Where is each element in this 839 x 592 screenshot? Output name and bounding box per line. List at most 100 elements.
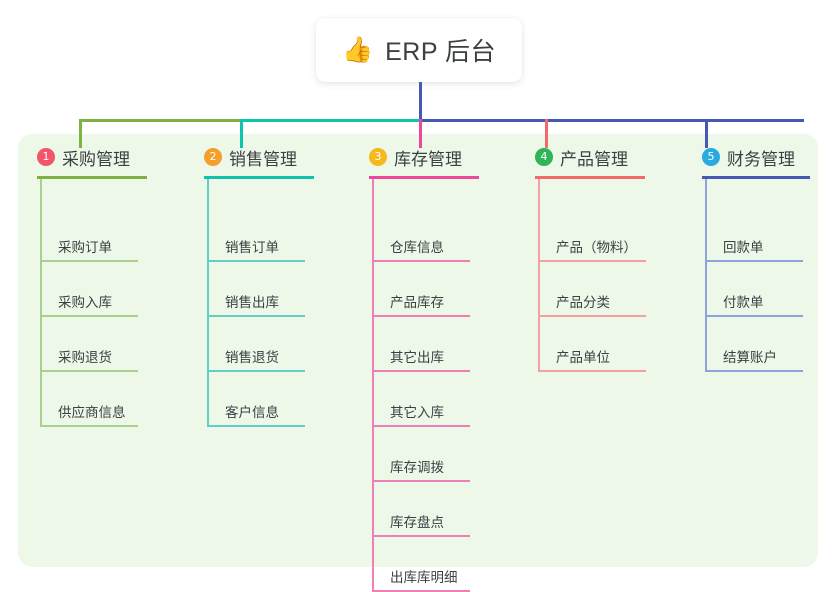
leaf-item-rule bbox=[40, 370, 138, 372]
badge-number-5: 5 bbox=[702, 148, 720, 166]
column-title-product: 产品管理 bbox=[560, 149, 628, 169]
leaf-item-label: 销售退货 bbox=[225, 350, 279, 365]
column-purchase: 1 采购管理 bbox=[37, 146, 147, 179]
leaf-item-label: 库存盘点 bbox=[390, 515, 444, 530]
leaf-item[interactable]: 结算账户 bbox=[705, 342, 803, 372]
badge-number-2: 2 bbox=[204, 148, 222, 166]
leaf-item-label: 采购订单 bbox=[58, 240, 112, 255]
column-title-inventory: 库存管理 bbox=[394, 149, 462, 169]
leaf-item[interactable]: 回款单 bbox=[705, 232, 803, 262]
leaf-item[interactable]: 库存盘点 bbox=[372, 507, 470, 537]
leaf-item[interactable]: 采购入库 bbox=[40, 287, 138, 317]
column-finance: 5 财务管理 bbox=[702, 146, 810, 179]
leaf-item-label: 采购入库 bbox=[58, 295, 112, 310]
leaf-item[interactable]: 产品分类 bbox=[538, 287, 646, 317]
column-rule-sales bbox=[204, 176, 314, 179]
leaf-item-label: 其它入库 bbox=[390, 405, 444, 420]
branch-drop-product bbox=[545, 119, 548, 148]
column-sales: 2 销售管理 bbox=[204, 146, 314, 179]
leaf-item-rule bbox=[372, 370, 470, 372]
root-stem-upper bbox=[419, 82, 422, 122]
leaf-item-rule bbox=[705, 370, 803, 372]
leaf-item-label: 供应商信息 bbox=[58, 405, 126, 420]
column-spine-inventory bbox=[372, 176, 374, 592]
leaf-item[interactable]: 采购退货 bbox=[40, 342, 138, 372]
leaf-item-rule bbox=[705, 260, 803, 262]
leaf-item-rule bbox=[538, 370, 646, 372]
column-spine-sales bbox=[207, 176, 209, 427]
leaf-item-label: 仓库信息 bbox=[390, 240, 444, 255]
leaf-item[interactable]: 付款单 bbox=[705, 287, 803, 317]
leaf-item-label: 产品单位 bbox=[556, 350, 610, 365]
column-rule-inventory bbox=[369, 176, 479, 179]
leaf-item-label: 其它出库 bbox=[390, 350, 444, 365]
leaf-item-rule bbox=[372, 425, 470, 427]
leaf-item-rule bbox=[538, 260, 646, 262]
leaf-item-label: 产品分类 bbox=[556, 295, 610, 310]
leaf-item[interactable]: 其它出库 bbox=[372, 342, 470, 372]
leaf-item-rule bbox=[372, 315, 470, 317]
diagram-panel bbox=[18, 134, 818, 567]
column-header-finance[interactable]: 5 财务管理 bbox=[702, 146, 795, 169]
column-rule-purchase bbox=[37, 176, 147, 179]
column-title-purchase: 采购管理 bbox=[62, 149, 130, 169]
leaf-item-label: 付款单 bbox=[723, 295, 764, 310]
column-spine-purchase bbox=[40, 176, 42, 427]
column-header-sales[interactable]: 2 销售管理 bbox=[204, 146, 297, 169]
trunk-blue bbox=[419, 119, 804, 122]
leaf-item-rule bbox=[40, 315, 138, 317]
leaf-item-label: 产品（物料） bbox=[556, 240, 637, 255]
leaf-item-label: 采购退货 bbox=[58, 350, 112, 365]
branch-drop-inventory bbox=[419, 119, 422, 148]
leaf-item[interactable]: 库存调拨 bbox=[372, 452, 470, 482]
leaf-item-label: 销售订单 bbox=[225, 240, 279, 255]
branch-drop-finance bbox=[705, 119, 708, 148]
column-title-finance: 财务管理 bbox=[727, 149, 795, 169]
leaf-item-rule bbox=[372, 480, 470, 482]
badge-number-3: 3 bbox=[369, 148, 387, 166]
leaf-item-rule bbox=[207, 260, 305, 262]
leaf-item-rule bbox=[207, 315, 305, 317]
leaf-item-label: 结算账户 bbox=[723, 350, 777, 365]
badge-number-1: 1 bbox=[37, 148, 55, 166]
column-spine-finance bbox=[705, 176, 707, 372]
root-node-title: ERP 后台 bbox=[385, 38, 497, 66]
leaf-item[interactable]: 销售退货 bbox=[207, 342, 305, 372]
column-title-sales: 销售管理 bbox=[229, 149, 297, 169]
leaf-item[interactable]: 其它入库 bbox=[372, 397, 470, 427]
leaf-item[interactable]: 供应商信息 bbox=[40, 397, 138, 427]
root-node[interactable]: 👍 ERP 后台 bbox=[316, 18, 522, 82]
column-header-product[interactable]: 4 产品管理 bbox=[535, 146, 628, 169]
column-product: 4 产品管理 bbox=[535, 146, 645, 179]
leaf-item[interactable]: 客户信息 bbox=[207, 397, 305, 427]
leaf-item[interactable]: 销售订单 bbox=[207, 232, 305, 262]
leaf-item-rule bbox=[207, 370, 305, 372]
leaf-item[interactable]: 销售出库 bbox=[207, 287, 305, 317]
leaf-item-rule bbox=[40, 425, 138, 427]
leaf-item[interactable]: 产品库存 bbox=[372, 287, 470, 317]
column-header-purchase[interactable]: 1 采购管理 bbox=[37, 146, 130, 169]
leaf-item-label: 库存调拨 bbox=[390, 460, 444, 475]
trunk-green bbox=[79, 119, 240, 122]
leaf-item-rule bbox=[372, 260, 470, 262]
badge-number-4: 4 bbox=[535, 148, 553, 166]
column-rule-product bbox=[535, 176, 645, 179]
leaf-item-rule bbox=[40, 260, 138, 262]
leaf-item[interactable]: 产品单位 bbox=[538, 342, 646, 372]
leaf-item-label: 产品库存 bbox=[390, 295, 444, 310]
trunk-teal bbox=[240, 119, 419, 122]
leaf-item-rule bbox=[705, 315, 803, 317]
column-inventory: 3 库存管理 bbox=[369, 146, 479, 179]
leaf-item-label: 回款单 bbox=[723, 240, 764, 255]
column-rule-finance bbox=[702, 176, 810, 179]
leaf-item-rule bbox=[372, 535, 470, 537]
leaf-item[interactable]: 仓库信息 bbox=[372, 232, 470, 262]
thumbs-up-icon: 👍 bbox=[341, 35, 374, 64]
column-header-inventory[interactable]: 3 库存管理 bbox=[369, 146, 462, 169]
leaf-item-label: 销售出库 bbox=[225, 295, 279, 310]
leaf-item-rule bbox=[207, 425, 305, 427]
leaf-item[interactable]: 产品（物料） bbox=[538, 232, 646, 262]
branch-drop-purchase bbox=[79, 119, 82, 148]
leaf-item[interactable]: 采购订单 bbox=[40, 232, 138, 262]
